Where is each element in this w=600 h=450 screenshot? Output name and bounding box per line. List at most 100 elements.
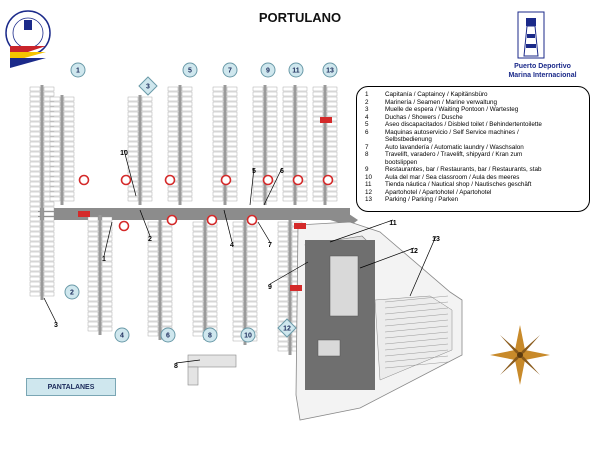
berth-slot <box>127 186 139 192</box>
berth-slot <box>147 251 159 257</box>
berth-slot <box>141 121 153 127</box>
berth-slot <box>43 91 55 97</box>
berth-slot <box>181 146 193 152</box>
berth-slot <box>212 106 224 112</box>
berth-slot <box>282 141 294 147</box>
berth-slot <box>167 91 179 97</box>
jetty-badge: 5 <box>182 62 198 78</box>
berth-slot <box>141 156 153 162</box>
berth-slot <box>206 241 218 247</box>
berth-slot <box>252 126 264 132</box>
berth-slot <box>141 196 153 202</box>
berth-slot <box>167 101 179 107</box>
berth-slot <box>312 121 324 127</box>
berth-slot <box>29 161 41 167</box>
berth-slot <box>206 231 218 237</box>
berth-slot <box>192 271 204 277</box>
berth-slot <box>212 121 224 127</box>
berth-slot <box>141 131 153 137</box>
jetty-badge: 3 <box>138 76 158 96</box>
berth-slot <box>266 131 278 137</box>
pontoon <box>252 85 278 205</box>
berth-slot <box>147 306 159 312</box>
berth-slot <box>63 106 75 112</box>
berth-slot <box>127 151 139 157</box>
berth-slot <box>192 286 204 292</box>
berth-slot <box>49 171 61 177</box>
legend-number: 5 <box>365 121 369 128</box>
berth-slot <box>127 171 139 177</box>
jetty-badge: 9 <box>260 62 276 78</box>
berth-slot <box>101 306 113 312</box>
berth-slot <box>29 126 41 132</box>
callout-line <box>329 219 394 243</box>
berth-slot <box>326 131 338 137</box>
berth-slot <box>192 281 204 287</box>
berth-slot <box>161 241 173 247</box>
berth-slot <box>232 276 244 282</box>
berth-slot <box>232 226 244 232</box>
legend-number: 4 <box>365 113 369 121</box>
legend-number: 1 <box>365 91 369 98</box>
berth-slot <box>29 221 41 227</box>
berth-slot <box>326 191 338 197</box>
berth-slot <box>43 286 55 292</box>
berth-slot <box>49 166 61 172</box>
berth-slot <box>167 106 179 112</box>
berth-slot <box>312 151 324 157</box>
berth-slot <box>326 126 338 132</box>
berth-slot <box>226 86 238 92</box>
berth-slot <box>127 166 139 172</box>
berth-slot <box>232 306 244 312</box>
berth-slot <box>192 306 204 312</box>
berth-slot <box>312 101 324 107</box>
pontoon <box>87 215 113 335</box>
callout-line <box>269 261 309 285</box>
berth-slot <box>49 156 61 162</box>
callout: 8 <box>174 359 201 370</box>
pontoon <box>282 85 308 205</box>
berth-slot <box>226 141 238 147</box>
berth-slot <box>192 321 204 327</box>
berth-slot <box>192 261 204 267</box>
berth-slot <box>87 296 99 302</box>
legend-number: 3 <box>365 106 369 113</box>
berth-slot <box>141 136 153 142</box>
berth-slot <box>181 156 193 162</box>
berth-slot <box>141 116 153 122</box>
berth-slot <box>29 186 41 192</box>
callout: 11 <box>329 219 397 243</box>
berth-slot <box>87 281 99 287</box>
jetty-badge-number: 11 <box>292 68 300 75</box>
berth-slot <box>206 286 218 292</box>
berth-slot <box>43 261 55 267</box>
berth-slot <box>63 96 75 102</box>
berth-slot <box>226 121 238 127</box>
berth-slot <box>87 291 99 297</box>
berth-slot <box>252 116 264 122</box>
berth-slot <box>49 191 61 197</box>
berth-slot <box>63 131 75 137</box>
jetty-badge: 11 <box>288 62 304 78</box>
berth-slot <box>252 131 264 137</box>
berth-slot <box>141 191 153 197</box>
legend-number: 13 <box>365 196 373 203</box>
berth-slot <box>147 256 159 262</box>
callout-line <box>175 359 201 364</box>
berth-slot <box>312 186 324 192</box>
callout: 10 <box>120 149 137 197</box>
berth-slot <box>226 126 238 132</box>
berth-slot <box>206 291 218 297</box>
berth-slot <box>282 111 294 117</box>
berth-slot <box>246 296 258 302</box>
berth-slot <box>266 156 278 162</box>
berth-slot <box>29 191 41 197</box>
berth-slot <box>167 146 179 152</box>
berth-slot <box>161 286 173 292</box>
jetty-badge-number: 8 <box>208 333 212 340</box>
berth-slot <box>167 116 179 122</box>
berth-slot <box>312 171 324 177</box>
